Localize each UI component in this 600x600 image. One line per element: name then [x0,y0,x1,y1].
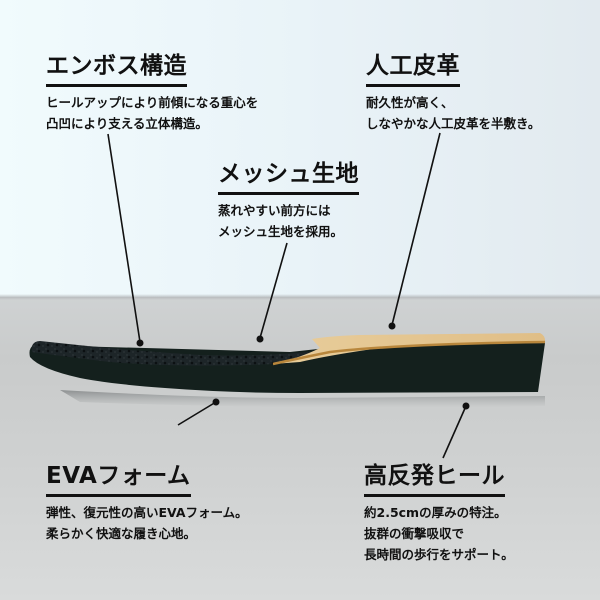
leather-edge [272,340,546,366]
feature-description: ヒールアップにより前傾になる重心を 凸凹により支える立体構造。 [46,92,258,134]
pointer-emboss [107,133,144,347]
feature-title: エンボス構造 [46,52,187,87]
description-line: 凸凹により支える立体構造。 [46,116,208,131]
feature-description: 約2.5cmの厚みの特注。 抜群の衝撃吸収で 長時間の歩行をサポート。 [364,502,514,565]
description-line: 耐久性が高く、 [366,95,454,110]
insole-shadow [60,390,545,408]
description-line: 柔らかく快適な履き心地。 [46,526,197,541]
description-line: 抜群の衝撃吸収で [364,526,465,541]
pointer-mesh [256,242,288,343]
description-line: 約2.5cmの厚みの特注。 [364,505,507,520]
feature-title: メッシュ生地 [218,160,359,195]
feature-title: 人工皮革 [366,52,460,87]
wall-floor-boundary [0,294,600,300]
description-line: 長時間の歩行をサポート。 [364,547,514,562]
pointer-leather [388,132,441,330]
feature-leather: 人工皮革 耐久性が高く、 しなやかな人工皮革を半敷き。 [366,52,540,134]
feature-title: EVAフォーム [46,462,191,497]
pointer-heel [442,402,470,459]
feature-description: 蒸れやすい前方には メッシュ生地を採用。 [218,200,359,242]
mesh-fabric-area [32,341,310,366]
pointer-eva [177,398,220,426]
description-line: メッシュ生地を採用。 [218,224,344,239]
description-line: ヒールアップにより前傾になる重心を [46,95,259,110]
description-line: 蒸れやすい前方には [218,203,331,218]
feature-mesh: メッシュ生地 蒸れやすい前方には メッシュ生地を採用。 [218,160,359,242]
feature-title: 高反発ヒール [364,462,505,497]
description-line: 弾性、復元性の高いEVAフォーム。 [46,505,248,520]
description-line: しなやかな人工皮革を半敷き。 [366,116,541,131]
feature-description: 耐久性が高く、 しなやかな人工皮革を半敷き。 [366,92,540,134]
background-wall [0,0,600,297]
feature-eva: EVAフォーム 弾性、復元性の高いEVAフォーム。 柔らかく快適な履き心地。 [46,462,248,544]
feature-heel: 高反発ヒール 約2.5cmの厚みの特注。 抜群の衝撃吸収で 長時間の歩行をサポー… [364,462,514,565]
feature-emboss: エンボス構造 ヒールアップにより前傾になる重心を 凸凹により支える立体構造。 [46,52,258,134]
leather-top-layer [273,333,546,364]
feature-description: 弾性、復元性の高いEVAフォーム。 柔らかく快適な履き心地。 [46,502,248,544]
